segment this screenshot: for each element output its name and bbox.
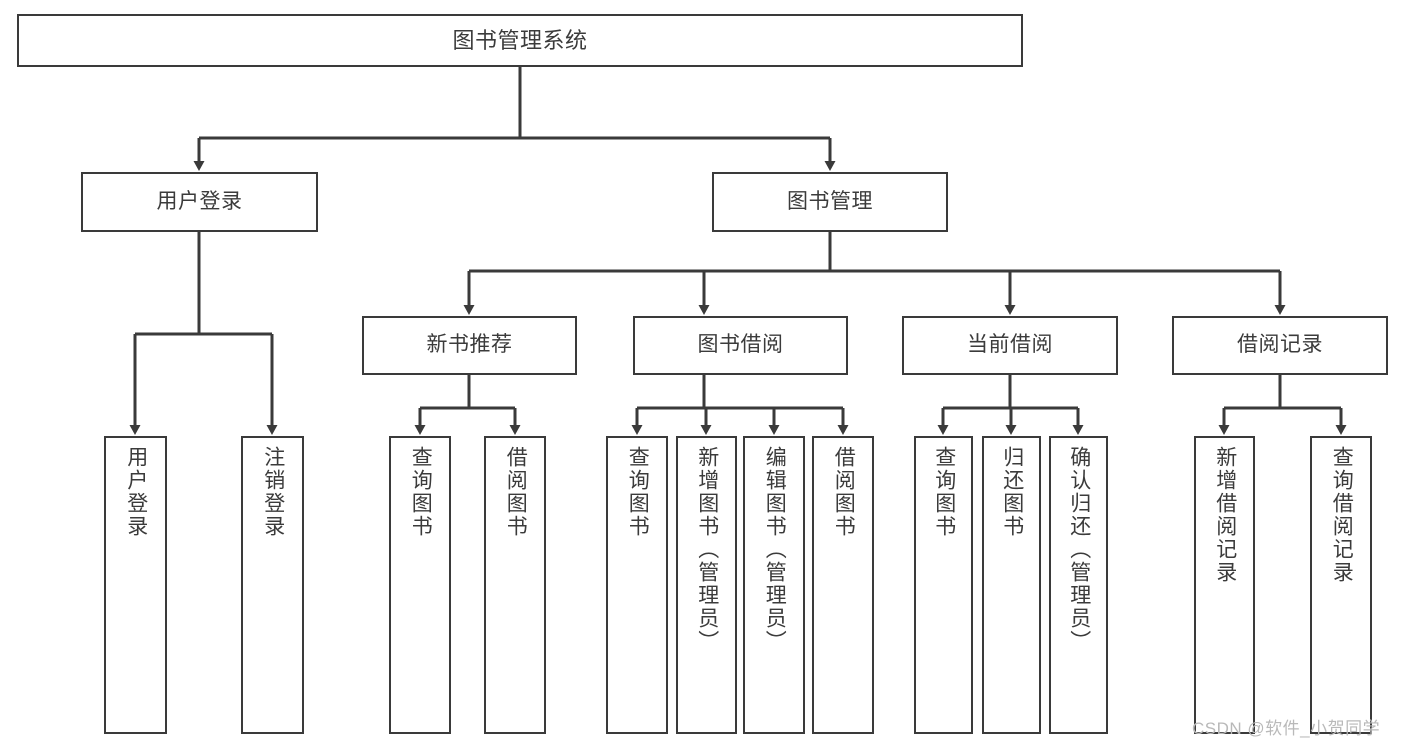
node-user-login[interactable]: 用户登录 — [81, 172, 318, 232]
node-label: 借阅记录 — [1237, 333, 1323, 357]
leaf-user-login-signout[interactable]: 注销登录 — [241, 436, 304, 734]
node-book-borrow[interactable]: 图书借阅 — [633, 316, 848, 375]
node-label: 查询图书 — [626, 446, 650, 538]
csdn-watermark: CSDN @软件_小贺同学 — [1192, 719, 1381, 738]
leaf-current-return-book[interactable]: 归还图书 — [982, 436, 1041, 734]
node-new-book-recommend[interactable]: 新书推荐 — [362, 316, 577, 375]
node-root-system[interactable]: 图书管理系统 — [17, 14, 1023, 67]
node-borrow-records[interactable]: 借阅记录 — [1172, 316, 1388, 375]
leaf-recommend-borrow-book[interactable]: 借阅图书 — [484, 436, 546, 734]
node-label: 注销登录 — [261, 446, 285, 538]
node-label: 确认归还（管理员） — [1067, 446, 1091, 653]
node-label: 用户登录 — [156, 189, 243, 213]
node-label: 借阅图书 — [504, 446, 528, 538]
node-label: 新增借阅记录 — [1213, 446, 1237, 584]
node-label: 图书管理 — [787, 189, 873, 213]
node-label: 编辑图书（管理员） — [763, 446, 787, 653]
leaf-records-add-record[interactable]: 新增借阅记录 — [1194, 436, 1255, 734]
leaf-current-query-book[interactable]: 查询图书 — [914, 436, 973, 734]
leaf-borrow-query-book[interactable]: 查询图书 — [606, 436, 668, 734]
leaf-borrow-add-book-admin[interactable]: 新增图书（管理员） — [676, 436, 737, 734]
node-label: 查询借阅记录 — [1330, 446, 1354, 584]
leaf-borrow-edit-book-admin[interactable]: 编辑图书（管理员） — [743, 436, 805, 734]
node-label: 图书管理系统 — [452, 27, 588, 53]
node-label: 图书借阅 — [697, 333, 784, 357]
node-book-management[interactable]: 图书管理 — [712, 172, 948, 232]
node-label: 当前借阅 — [967, 333, 1053, 357]
leaf-user-login-signin[interactable]: 用户登录 — [104, 436, 167, 734]
node-current-borrow[interactable]: 当前借阅 — [902, 316, 1118, 375]
leaf-recommend-query-book[interactable]: 查询图书 — [389, 436, 451, 734]
node-label: 归还图书 — [1000, 446, 1024, 538]
node-label: 新增图书（管理员） — [695, 446, 719, 653]
node-label: 查询图书 — [932, 446, 956, 538]
node-label: 用户登录 — [124, 446, 148, 538]
node-label: 新书推荐 — [426, 333, 513, 357]
node-label: 查询图书 — [409, 446, 433, 538]
leaf-current-confirm-return-admin[interactable]: 确认归还（管理员） — [1049, 436, 1108, 734]
node-label: 借阅图书 — [832, 446, 856, 538]
leaf-records-query-record[interactable]: 查询借阅记录 — [1310, 436, 1372, 734]
leaf-borrow-borrow-book[interactable]: 借阅图书 — [812, 436, 874, 734]
